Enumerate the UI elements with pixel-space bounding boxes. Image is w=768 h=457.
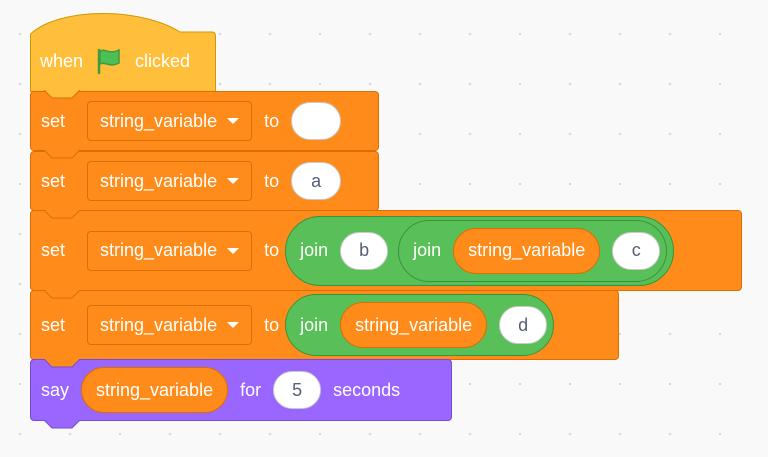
join-label: join bbox=[413, 240, 442, 260]
set-variable-block-3[interactable]: set string_variable to join b join strin… bbox=[30, 210, 742, 291]
variable-dropdown[interactable]: string_variable bbox=[87, 101, 253, 141]
dropdown-caret-icon bbox=[227, 178, 240, 184]
when-flag-clicked-block[interactable]: when clicked bbox=[30, 12, 216, 92]
block-notch bbox=[44, 290, 81, 299]
set-label: set bbox=[41, 110, 66, 131]
variable-reporter[interactable]: string_variable bbox=[453, 227, 601, 274]
variable-name: string_variable bbox=[100, 314, 218, 335]
dropdown-caret-icon bbox=[227, 247, 240, 254]
dropdown-caret-icon bbox=[227, 118, 240, 124]
seconds-input[interactable]: 5 bbox=[273, 371, 322, 409]
set-variable-block-2[interactable]: set string_variable to a bbox=[30, 151, 379, 211]
join-label: join bbox=[300, 314, 329, 335]
block-notch bbox=[44, 90, 81, 99]
block-notch bbox=[44, 210, 81, 219]
to-label: to bbox=[264, 110, 280, 131]
dropdown-caret-icon bbox=[227, 322, 240, 328]
block-notch bbox=[44, 359, 81, 368]
set-label: set bbox=[41, 240, 66, 260]
set-label: set bbox=[41, 314, 66, 335]
green-flag-icon bbox=[97, 48, 120, 75]
hat-block-shape bbox=[30, 13, 216, 92]
variable-name: string_variable bbox=[100, 110, 218, 131]
join-arg-input[interactable]: d bbox=[499, 306, 548, 344]
variable-dropdown[interactable]: string_variable bbox=[87, 230, 253, 271]
set-variable-block-4[interactable]: set string_variable to join string_varia… bbox=[30, 290, 619, 360]
join-label: join bbox=[300, 240, 329, 260]
value-input[interactable]: a bbox=[291, 162, 342, 200]
variable-dropdown[interactable]: string_variable bbox=[87, 161, 253, 201]
variable-reporter[interactable]: string_variable bbox=[340, 302, 488, 348]
to-label: to bbox=[264, 314, 280, 335]
say-label: say bbox=[41, 379, 70, 400]
join-block-inner[interactable]: join string_variable c bbox=[398, 219, 668, 282]
variable-reporter[interactable]: string_variable bbox=[81, 367, 229, 413]
to-label: to bbox=[264, 170, 280, 191]
for-label: for bbox=[240, 379, 262, 400]
variable-dropdown[interactable]: string_variable bbox=[87, 305, 253, 345]
value-input[interactable] bbox=[291, 102, 342, 140]
join-block-outer[interactable]: join b join string_variable c bbox=[285, 215, 675, 286]
block-notch-bottom bbox=[44, 420, 81, 429]
block-notch bbox=[44, 150, 81, 159]
variable-name: string_variable bbox=[100, 240, 218, 260]
join-arg-input[interactable]: c bbox=[612, 231, 661, 270]
when-label: when bbox=[40, 50, 84, 71]
seconds-label: seconds bbox=[333, 379, 401, 400]
set-label: set bbox=[41, 170, 66, 191]
set-variable-block-1[interactable]: set string_variable to bbox=[30, 91, 379, 151]
join-arg-input[interactable]: b bbox=[340, 231, 389, 270]
to-label: to bbox=[264, 240, 280, 260]
join-block[interactable]: join string_variable d bbox=[285, 294, 555, 356]
variable-name: string_variable bbox=[100, 170, 218, 191]
say-for-seconds-block[interactable]: say string_variable for 5 seconds bbox=[30, 359, 452, 421]
clicked-label: clicked bbox=[135, 50, 191, 71]
